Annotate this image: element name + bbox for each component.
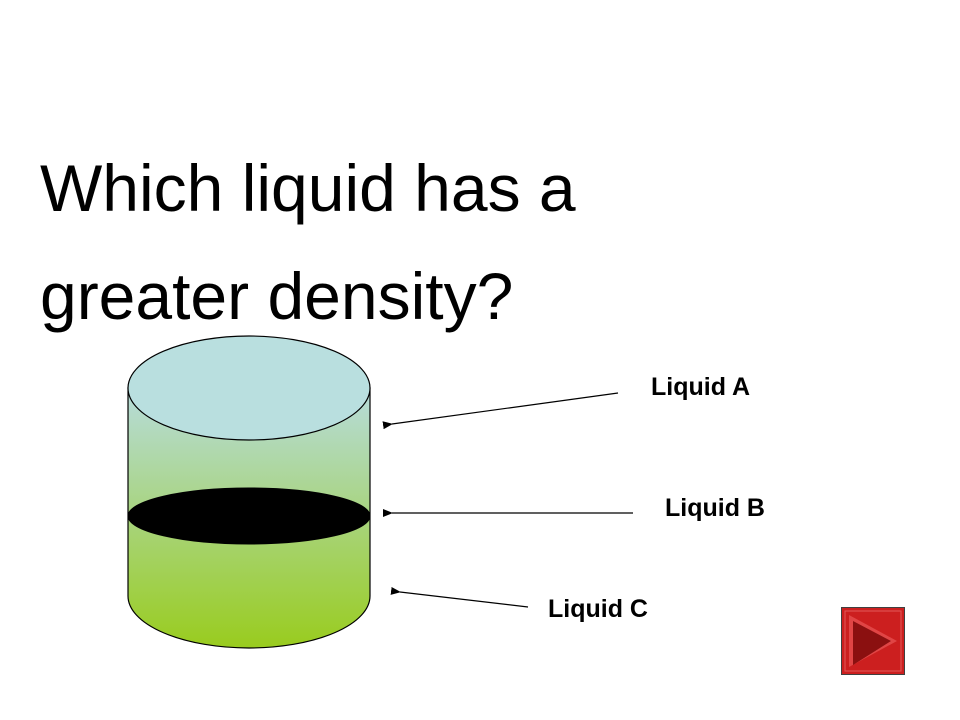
play-triangle-icon (841, 607, 905, 675)
next-slide-button[interactable] (841, 607, 905, 675)
question-line-1: Which liquid has a (40, 151, 576, 225)
arrow-liquid-c (390, 586, 529, 608)
question-line-2: greater density? (40, 259, 514, 333)
question-title: Which liquid has a greater density? (40, 134, 860, 350)
label-liquid-a: Liquid A (651, 373, 751, 401)
liquid-b-layer (127, 487, 371, 545)
arrow-liquid-a (382, 392, 619, 430)
cylinder-top-surface (127, 335, 371, 441)
label-liquid-b: Liquid B (665, 494, 765, 522)
label-liquid-c: Liquid C (548, 595, 648, 623)
